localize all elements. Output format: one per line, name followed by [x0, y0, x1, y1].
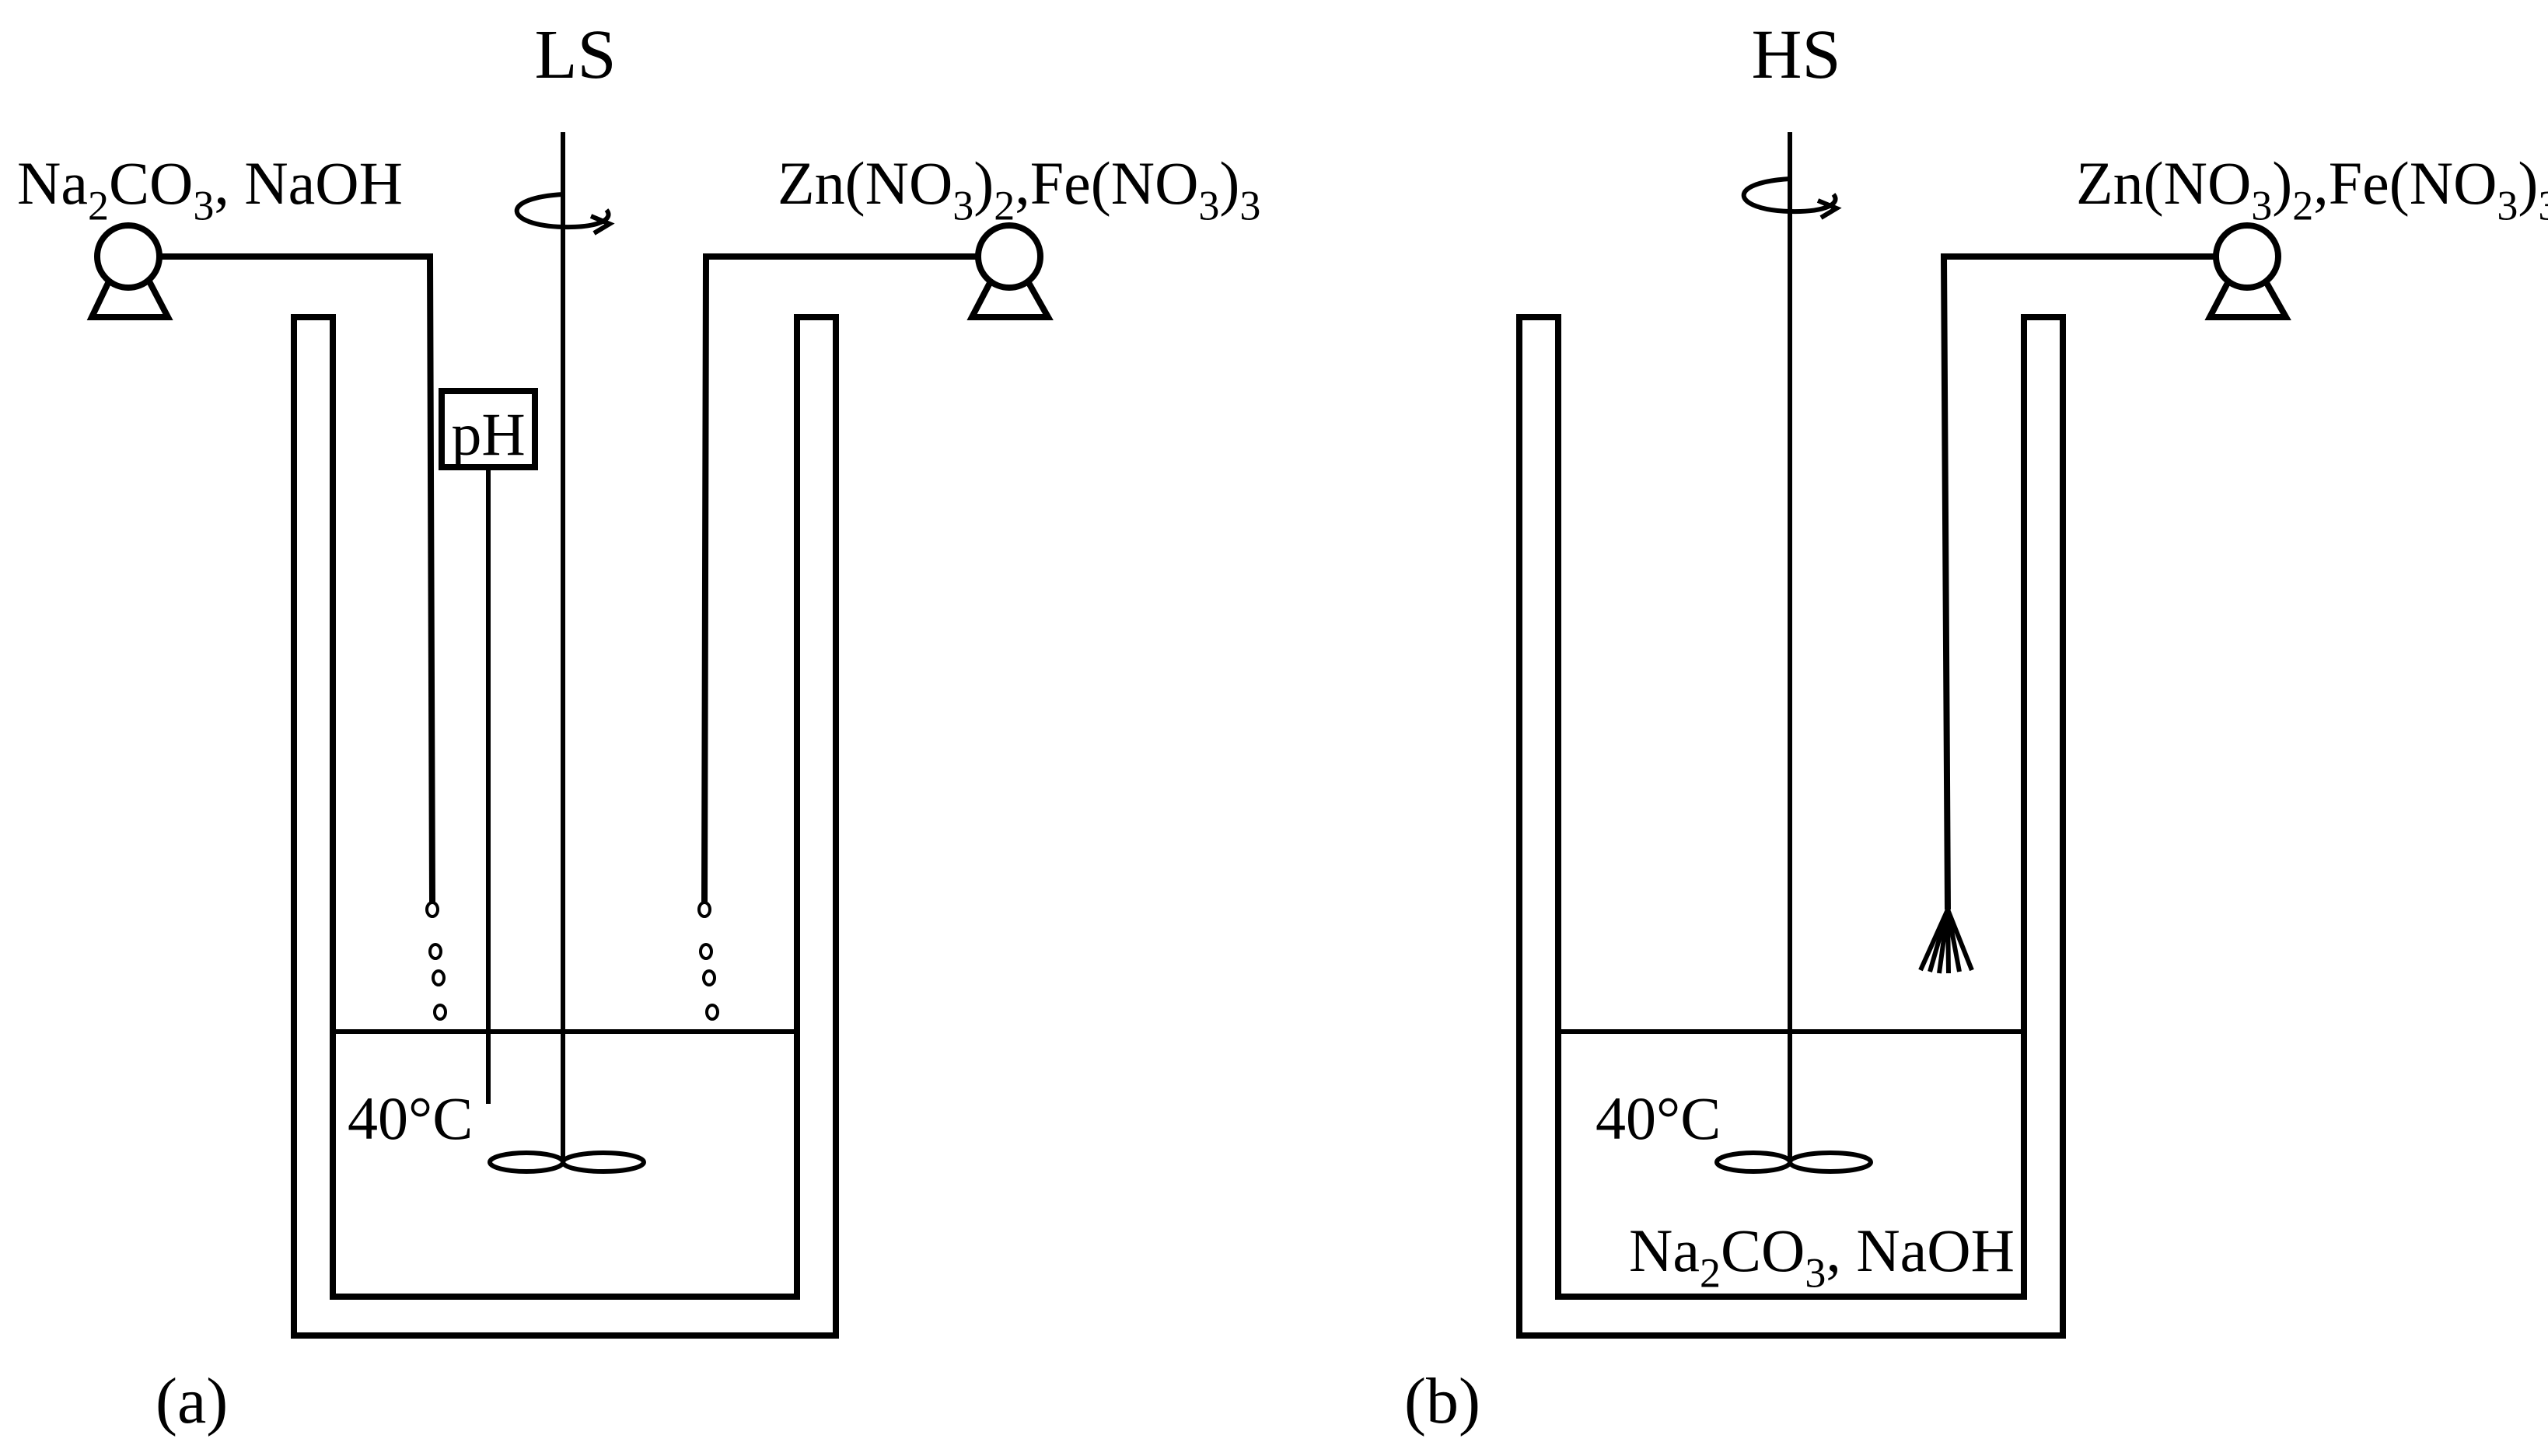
panel-b-label: (b) — [1404, 1365, 1480, 1437]
panel-b-vessel-outer — [1516, 314, 2066, 1339]
panel-a-impeller-icon — [488, 1150, 646, 1174]
panel-a-metal-pump-icon — [966, 222, 1054, 320]
panel-b-title: HS — [1751, 16, 1840, 93]
panel-b-metal-feed-line — [1940, 253, 2216, 910]
panel-a-ph-probe-label: pH — [451, 400, 525, 468]
panel-b-temperature: 40°C — [1596, 1084, 1721, 1152]
panel-b-metal-feed-label: Zn(NO3)2,Fe(NO3)3 — [2076, 149, 2548, 229]
panel-b-vessel-contents-label: Na2CO3, NaOH — [1629, 1217, 2015, 1296]
panel-b-impeller-icon — [1714, 1150, 1873, 1174]
panel-a-vessel-outer — [291, 314, 839, 1339]
panel-a-base-pump-icon — [86, 222, 173, 320]
panel-a-base-droplets — [425, 901, 447, 1021]
panel-a-base-feed-line — [159, 253, 435, 903]
panel-a-base-feed-label: Na2CO3, NaOH — [17, 149, 403, 229]
panel-a: LS pH — [17, 16, 1260, 1437]
panel-b-rotation-arrow-icon — [1741, 176, 1842, 220]
panel-a-title: LS — [534, 16, 616, 93]
panel-a-label: (a) — [156, 1365, 228, 1437]
panel-a-metal-feed-line — [701, 253, 978, 903]
panel-a-temperature: 40°C — [348, 1084, 473, 1152]
panel-b-metal-pump-icon — [2204, 222, 2291, 320]
panel-a-metal-droplets — [697, 901, 719, 1021]
panel-a-metal-feed-label: Zn(NO3)2,Fe(NO3)3 — [778, 149, 1260, 229]
panel-a-rotation-arrow-icon — [514, 192, 615, 236]
panel-b: HS Zn(NO — [1404, 16, 2548, 1437]
panel-b-spray-nozzle-icon — [1918, 908, 1974, 974]
